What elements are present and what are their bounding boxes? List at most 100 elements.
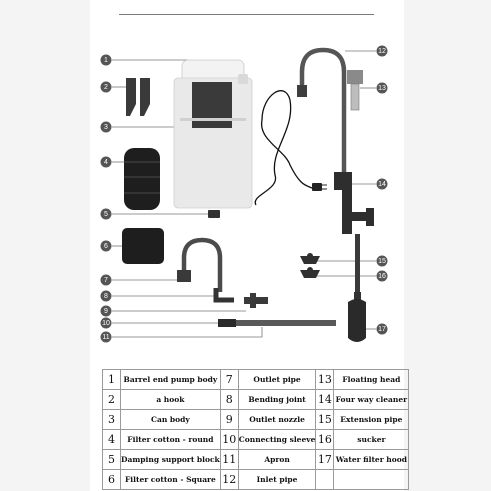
- part-number: 3: [102, 409, 121, 430]
- callout-badges-left: 1 2 3 4 5 6 7 8 9 10 11: [100, 54, 112, 343]
- filter-hood-illustration: [348, 292, 366, 342]
- hook-illustration: [126, 78, 150, 116]
- callout-number: 14: [378, 181, 386, 188]
- part-number: 12: [219, 469, 239, 490]
- callout-badge-3: [100, 121, 112, 133]
- floating-head-illustration: [347, 70, 363, 111]
- callout-badge-1: [100, 54, 112, 66]
- part-number: 5: [102, 449, 121, 470]
- part-label: [333, 469, 410, 490]
- part-number: [315, 469, 335, 490]
- callout-number: 12: [378, 48, 386, 55]
- part-label: Bending joint: [237, 389, 317, 410]
- outlet-nozzle-illustration: [244, 293, 268, 308]
- callout-badge-7: [100, 274, 112, 286]
- part-label: Filter cotton - Square: [120, 469, 221, 490]
- connecting-sleeve-illustration: [218, 319, 236, 327]
- callout-badge-5: [100, 208, 112, 220]
- part-label: Connecting sleeve: [237, 429, 317, 450]
- callout-badge-15: [376, 255, 388, 267]
- callout-badge-14: [376, 178, 388, 190]
- part-number: 2: [102, 389, 121, 410]
- part-number: 7: [219, 369, 239, 390]
- callout-badge-17: [376, 323, 388, 335]
- four-way-cleaner-illustration: [334, 172, 374, 234]
- callout-number: 5: [104, 211, 108, 218]
- part-label: Damping support block: [120, 449, 221, 470]
- part-label: Can body: [120, 409, 221, 430]
- part-number: 15: [315, 409, 335, 430]
- plug-icon: [312, 183, 322, 191]
- part-number: 17: [315, 449, 335, 470]
- part-number: 1: [102, 369, 121, 390]
- part-number: 8: [219, 389, 239, 410]
- callout-badge-11: [100, 331, 112, 343]
- sucker-illustration: [300, 253, 320, 278]
- part-label: sucker: [333, 429, 410, 450]
- callout-number: 10: [102, 320, 110, 327]
- part-label: Outlet nozzle: [237, 409, 317, 430]
- callout-number: 6: [104, 243, 108, 250]
- part-label: Filter cotton - round: [120, 429, 221, 450]
- part-label: Extension pipe: [333, 409, 410, 430]
- apron-illustration: [236, 320, 336, 326]
- canister-illustration: [173, 59, 253, 209]
- callout-number: 2: [104, 84, 108, 91]
- bending-joint-illustration: [213, 288, 234, 303]
- part-number: 10: [219, 429, 239, 450]
- callout-number: 13: [378, 85, 386, 92]
- part-label: a hook: [120, 389, 221, 410]
- callout-badge-2: [100, 81, 112, 93]
- callout-badge-4: [100, 156, 112, 168]
- callout-number: 8: [104, 293, 108, 300]
- power-cord-illustration: [254, 90, 313, 206]
- part-label: Apron: [237, 449, 317, 470]
- part-label: Inlet pipe: [237, 469, 317, 490]
- part-number: 9: [219, 409, 239, 430]
- part-label: Four way cleaner: [333, 389, 410, 410]
- part-number: 4: [102, 429, 121, 450]
- callout-number: 17: [378, 326, 386, 333]
- callout-badge-6: [100, 240, 112, 252]
- callout-number: 11: [102, 334, 109, 341]
- part-label: Outlet pipe: [237, 369, 317, 390]
- callout-badge-9: [100, 305, 112, 317]
- callout-badges-right: 12 13 14 15 16 17: [376, 45, 388, 335]
- callout-number: 9: [104, 308, 108, 315]
- callout-badge-16: [376, 270, 388, 282]
- square-sponge-illustration: [122, 228, 164, 264]
- callout-number: 16: [378, 273, 386, 280]
- part-number: 11: [219, 449, 239, 470]
- round-sponge-illustration: [124, 148, 160, 210]
- damping-block-illustration: [208, 210, 220, 218]
- callout-number: 3: [104, 124, 108, 131]
- part-number: 13: [315, 369, 335, 390]
- callout-badge-10: [100, 317, 112, 329]
- part-number: 16: [315, 429, 335, 450]
- part-label: Floating head: [333, 369, 410, 390]
- callout-number: 1: [104, 57, 108, 64]
- callout-number: 15: [378, 258, 386, 265]
- callout-badge-13: [376, 82, 388, 94]
- callout-badge-12: [376, 45, 388, 57]
- part-number: 6: [102, 469, 121, 490]
- outlet-pipe-illustration: [181, 237, 223, 292]
- callout-number: 7: [104, 277, 108, 284]
- inlet-pipe-illustration: [299, 47, 347, 176]
- part-label: Water filter hood: [333, 449, 410, 470]
- callout-number: 4: [104, 159, 108, 166]
- part-number: 14: [315, 389, 335, 410]
- callout-badge-8: [100, 290, 112, 302]
- leader-lines: [112, 50, 376, 338]
- top-divider: [119, 14, 374, 15]
- part-label: Barrel end pump body: [120, 369, 221, 390]
- extension-pipe-illustration: [355, 234, 360, 296]
